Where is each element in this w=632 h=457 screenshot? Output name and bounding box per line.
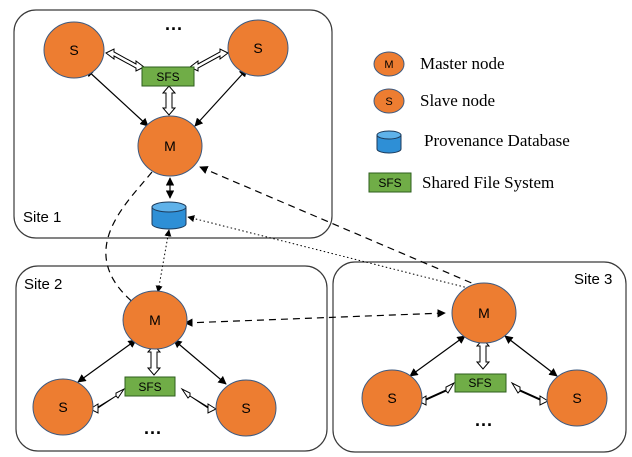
- legend-sfs-text: Shared File System: [422, 173, 554, 192]
- site-3-arrow-left: [409, 335, 466, 377]
- site-2-arrow-right: [173, 339, 227, 385]
- site-2-sfs-link-right: [180, 387, 218, 414]
- site-2-sfs-link-master: [146, 344, 162, 376]
- site-1-arrow-left: [85, 68, 149, 127]
- site-3-sfs: [454, 373, 507, 393]
- site-2-master-label: M: [149, 312, 161, 328]
- site-3-sfs-link-left: [416, 381, 456, 406]
- legend: M Master node S Slave node Provenance Da…: [368, 51, 570, 193]
- site-1-sfs-label: SFS: [156, 70, 179, 84]
- site-1-label: Site 1: [23, 209, 61, 226]
- legend-database-text: Provenance Database: [424, 131, 570, 150]
- site-2-slave-left: [32, 378, 94, 436]
- site-1-slave-right: [227, 19, 289, 77]
- site-2-ellipsis: ...: [144, 418, 162, 438]
- site-3-sfs-link-master: [475, 338, 491, 370]
- legend-sfs-symbol-label: SFS: [378, 176, 401, 190]
- site-1-ellipsis: ...: [165, 14, 183, 34]
- legend-master-symbol: [373, 51, 405, 77]
- site-3-sfs-label: SFS: [468, 376, 491, 390]
- site-3-slave-right-label: S: [572, 390, 581, 406]
- legend-sfs-symbol: [368, 172, 412, 193]
- site-1-slave-left-label: S: [69, 42, 78, 58]
- dashed-link-master-1-master-2: [105, 171, 153, 309]
- dotted-link-database-master-2: [155, 229, 172, 293]
- site-1-sfs-link-master: [161, 85, 177, 116]
- legend-database-icon: [376, 130, 402, 154]
- legend-slave-text: Slave node: [420, 91, 495, 110]
- site-3-label: Site 3: [574, 271, 612, 288]
- site-2-arrow-left: [77, 339, 137, 383]
- site-2-slave-left-label: S: [58, 399, 67, 415]
- site-3-sfs-link-right: [510, 381, 550, 406]
- site-2-label: Site 2: [24, 276, 62, 293]
- site-3-slave-left-label: S: [387, 390, 396, 406]
- site-3-arrow-right: [504, 335, 558, 377]
- site-1-arrow-right: [194, 68, 248, 127]
- site-2-sfs-link-left: [88, 387, 126, 414]
- site-1-sfs: [141, 66, 195, 87]
- legend-slave-symbol: [373, 88, 405, 114]
- site-2-slave-right-label: S: [241, 400, 250, 416]
- legend-master-symbol-label: M: [384, 59, 393, 71]
- site-2-sfs: [124, 376, 176, 397]
- site-3-ellipsis: ...: [475, 410, 493, 430]
- legend-slave-symbol-label: S: [385, 96, 392, 108]
- site-2-sfs-label: SFS: [138, 380, 161, 394]
- site-3-master: [451, 282, 517, 344]
- site-2-master: [122, 290, 188, 350]
- provenance-database-icon: [151, 201, 187, 230]
- site-1-slave-left: [43, 21, 105, 79]
- site-3-slave-right: [546, 369, 608, 427]
- site-1-master-label: M: [164, 138, 176, 154]
- dashed-link-master-2-master-3: [184, 309, 446, 327]
- site-2-slave-right: [215, 379, 277, 437]
- site-3-master-label: M: [478, 305, 490, 321]
- legend-master-text: Master node: [420, 54, 505, 73]
- dotted-link-database-master-3: [187, 215, 485, 294]
- site-3-slave-left: [361, 369, 423, 427]
- site-1-slave-right-label: S: [253, 40, 262, 56]
- site-1-master: [137, 115, 203, 177]
